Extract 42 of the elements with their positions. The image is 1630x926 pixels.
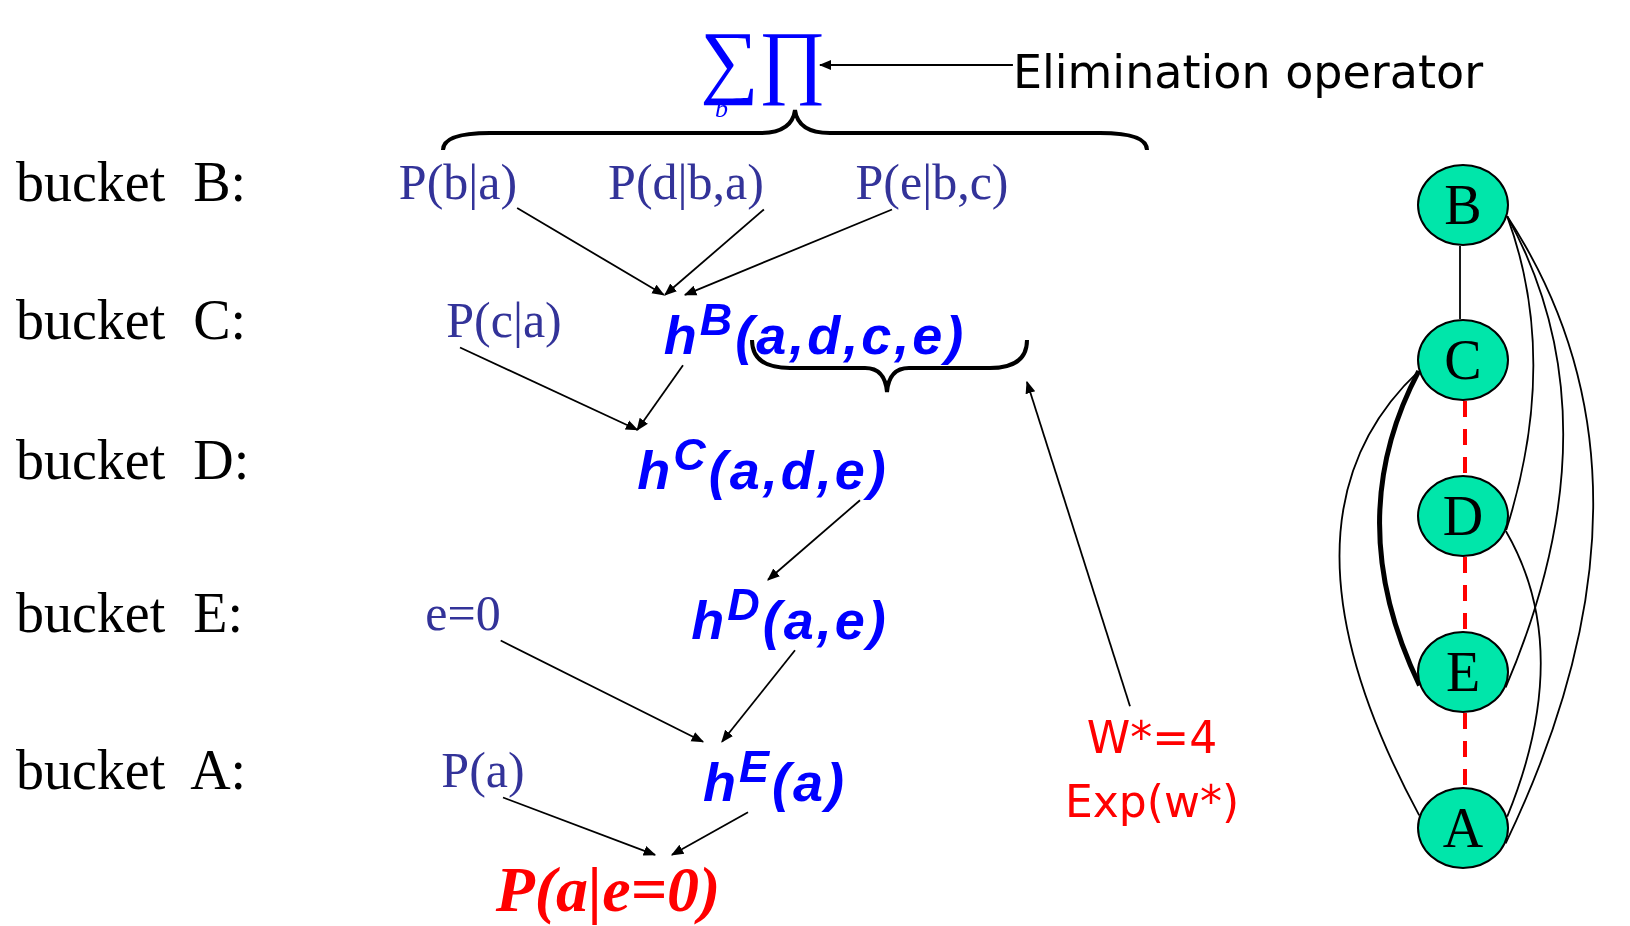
probability-term: P(e|b,c) [855, 154, 1009, 210]
arrow [459, 346, 639, 431]
function-term: h$^{C}$(a,d,e) [637, 429, 889, 501]
graph-edge [1377, 370, 1422, 687]
graph-node: E [1417, 631, 1509, 713]
arrow [683, 208, 893, 296]
probability-term: P(c|a) [446, 292, 562, 348]
probability-term: P(b|a) [398, 154, 518, 210]
graph-edge [1459, 245, 1461, 320]
graph-node: C [1417, 319, 1509, 401]
bucket-label: bucket B: [16, 150, 247, 214]
arrow [1025, 380, 1131, 708]
width-annotation: W*=4 Exp(w*) [1064, 706, 1240, 834]
annotation-text: Elimination operator [1012, 46, 1484, 98]
graph-edge [1338, 370, 1421, 817]
function-term: h$^{D}$(a,e) [691, 579, 889, 651]
probability-term: P(d|b,a) [608, 154, 764, 210]
bucket-label: bucket D: [16, 428, 250, 492]
graph-edge [1463, 712, 1467, 788]
function-term: h$^{B}$(a,d,c,e) [663, 294, 967, 366]
bucket-label: bucket C: [16, 288, 247, 352]
graph-node: D [1417, 475, 1509, 557]
graph-edge [1463, 400, 1467, 476]
function-term: h$^{E}$(a) [703, 741, 847, 813]
arrow [502, 796, 657, 856]
arrow [767, 499, 861, 581]
bucket-label: bucket E: [16, 581, 244, 645]
arrow [670, 811, 749, 856]
bucket-label: bucket A: [16, 738, 247, 802]
arrow [818, 59, 1014, 71]
arrow [721, 649, 796, 743]
graph-node: A [1417, 787, 1509, 869]
graph-node: B [1417, 164, 1509, 246]
probability-term: P(a) [441, 742, 525, 798]
graph-edge [1463, 556, 1467, 632]
result-term: P(a|e=0) [495, 854, 721, 926]
graph-edge [1504, 530, 1542, 818]
arrow [664, 208, 765, 296]
arrow [636, 364, 684, 432]
arrow [516, 207, 665, 296]
evidence-term: e=0 [425, 585, 501, 641]
arrow [499, 639, 705, 743]
